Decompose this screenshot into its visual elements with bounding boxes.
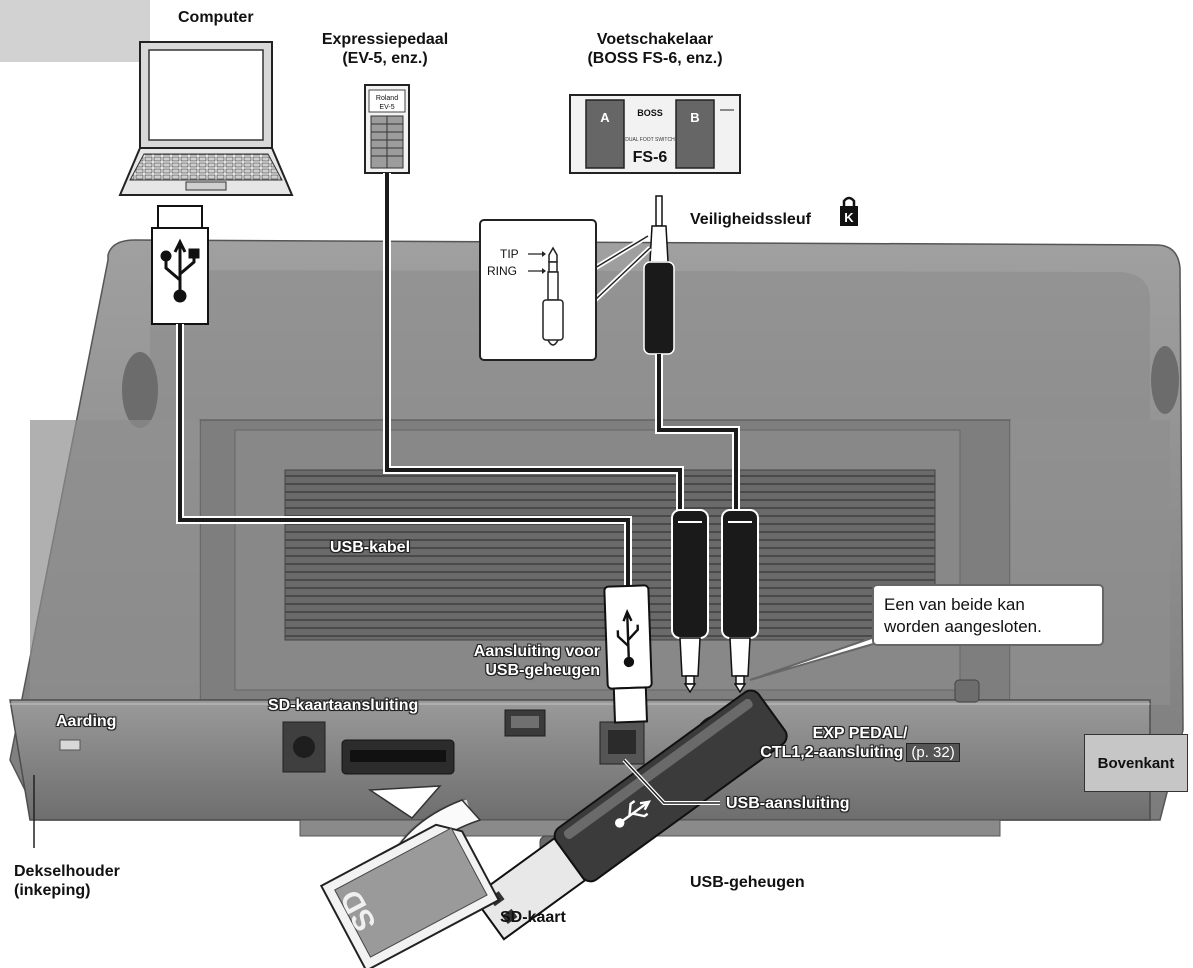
footswitch-icon: A B BOSS DUAL FOOT SWITCH FS-6	[569, 94, 741, 174]
exp-pedal-jack-label-line1: EXP PEDAL/	[812, 725, 908, 742]
plug-inset: TIP RING	[479, 219, 652, 361]
fs6-model-text: FS-6	[633, 149, 668, 166]
cover-holder-label-line1: Dekselhouder	[14, 863, 120, 880]
cover-holder-label-line2: (inkeping)	[14, 882, 91, 899]
expression-pedal-icon: Roland EV-5	[364, 84, 684, 510]
page-reference-link[interactable]: (p. 32)	[906, 743, 960, 762]
exp-pedal-jack-label: EXP PEDAL/ CTL1,2-aansluiting(p. 32)	[730, 724, 990, 762]
laptop-icon	[118, 41, 294, 196]
usb-memory-label: USB-geheugen	[690, 874, 805, 891]
tip-label: TIP	[500, 247, 519, 261]
top-view-label: Bovenkant	[1097, 754, 1175, 772]
expression-pedal-label: Expressiepedaal (EV-5, enz.)	[300, 30, 470, 68]
sd-card-label: SD-kaart	[500, 909, 566, 926]
security-slot-label: Veiligheidssleuf	[690, 211, 811, 228]
ev5-model-text: EV-5	[379, 104, 394, 111]
device-body	[9, 239, 1184, 859]
usb-connector-leader	[623, 759, 720, 804]
callout-box: Een van beide kan worden aangesloten.	[872, 584, 1104, 646]
callout-line2: worden aangesloten.	[884, 617, 1042, 636]
footswitch-label-line1: Voetschakelaar	[596, 31, 714, 48]
callout-line1: Een van beide kan	[884, 595, 1025, 614]
ring-label: RING	[487, 264, 517, 278]
fs6-switch-b-text: B	[690, 110, 699, 125]
cover-holder-label: Dekselhouder (inkeping)	[14, 862, 120, 900]
usb-memory-connector-label: Aansluiting voor USB-geheugen	[440, 642, 600, 680]
corner-tab	[0, 0, 150, 62]
phone-plugs	[671, 509, 759, 694]
usb-connector-label: USB-aansluiting	[726, 795, 850, 812]
svg-text:K: K	[844, 210, 854, 225]
usb-memory-stick	[471, 689, 788, 941]
usb-cable-label: USB-kabel	[330, 539, 411, 556]
expression-pedal-label-line2: (EV-5, enz.)	[342, 50, 428, 67]
footswitch-label-line2: (BOSS FS-6, enz.)	[587, 50, 723, 67]
fs6-brand-text: BOSS	[637, 108, 663, 118]
usb-memory-connector-label-line2: USB-geheugen	[485, 662, 600, 679]
ev5-brand-text: Roland	[376, 95, 398, 102]
exp-pedal-jack-label-line2: CTL1,2-aansluiting(p. 32)	[730, 743, 990, 762]
sd-card-slot-label: SD-kaartaansluiting	[268, 697, 419, 714]
footswitch-label: Voetschakelaar (BOSS FS-6, enz.)	[560, 30, 750, 68]
ground-label: Aarding	[56, 713, 117, 730]
fs6-switch-a-text: A	[600, 110, 610, 125]
kensington-lock-icon: K	[840, 196, 858, 226]
computer-label: Computer	[178, 9, 254, 26]
sd-card: SD	[319, 785, 501, 968]
exp-pedal-jack-label-text: CTL1,2-aansluiting	[760, 744, 904, 761]
usb-cable	[151, 205, 653, 724]
expression-pedal-label-line1: Expressiepedaal	[321, 31, 449, 48]
footswitch-cable	[643, 195, 740, 510]
usb-memory-connector-label-line1: Aansluiting voor	[473, 643, 600, 660]
fs6-sub-text: DUAL FOOT SWITCH	[625, 137, 675, 143]
top-view-badge: Bovenkant	[1084, 734, 1188, 792]
